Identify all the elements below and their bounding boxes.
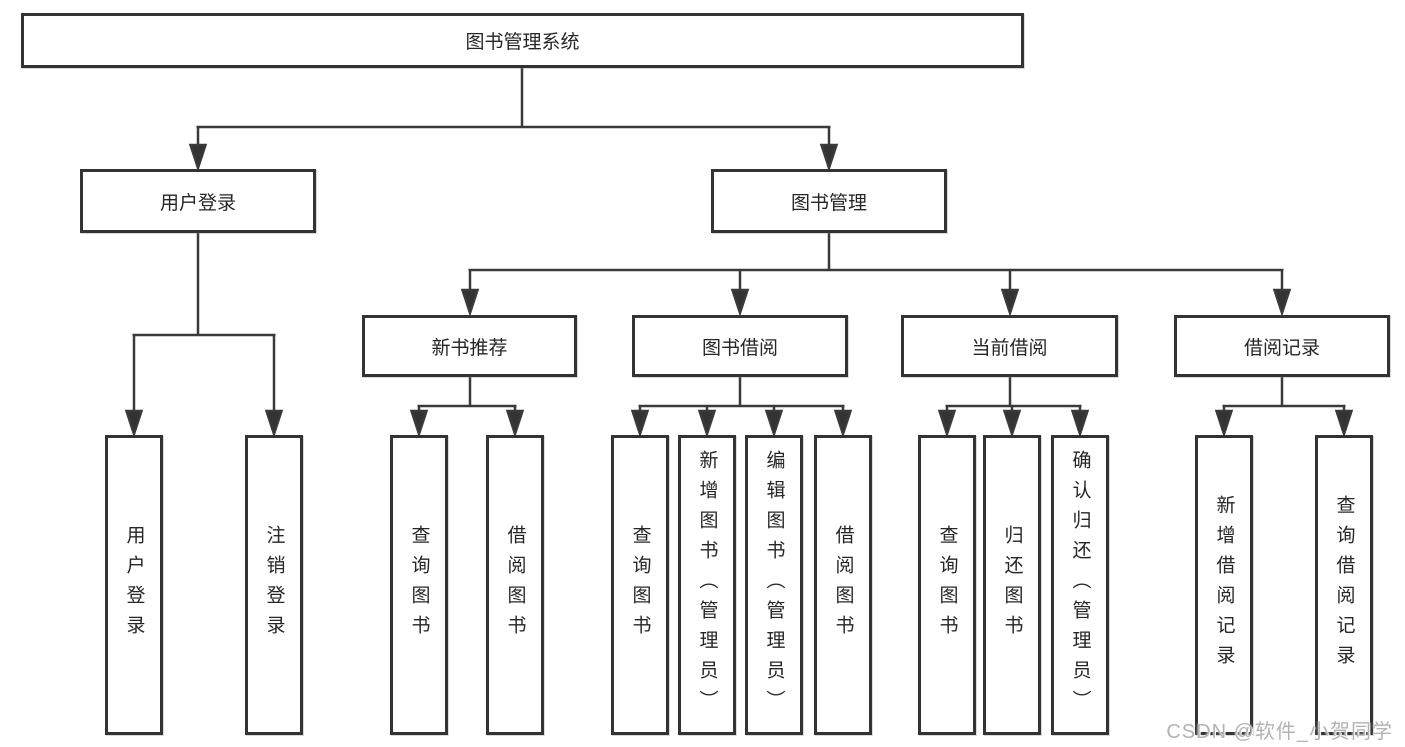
arrowhead — [1214, 409, 1234, 439]
arrowhead — [630, 409, 650, 439]
arrowhead — [819, 143, 839, 173]
node-label: 确认归还（管理员） — [1069, 450, 1091, 720]
arrowhead — [697, 409, 717, 439]
arrowhead — [505, 409, 525, 439]
leaf-borrow-borrow-books: 借阅图书 — [814, 435, 872, 735]
connector-borrow-records-to-leaves — [1214, 377, 1354, 439]
leaf-user-login: 用户登录 — [105, 435, 163, 735]
leaf-newbook-query-books: 查询图书 — [390, 435, 448, 735]
arrowhead — [409, 409, 429, 439]
connector-book-management-to-level3 — [460, 233, 1292, 318]
node-label: 新增借阅记录 — [1213, 495, 1235, 675]
node-label: 用户登录 — [123, 525, 145, 645]
arrowhead — [937, 409, 957, 439]
node-label: 用户登录 — [159, 192, 236, 214]
node-label: 新增图书（管理员） — [696, 450, 718, 720]
arrowhead — [1002, 409, 1022, 439]
node-borrow-records: 借阅记录 — [1174, 315, 1390, 377]
leaf-borrow-add-books-admin: 新增图书（管理员） — [678, 435, 736, 735]
node-new-book-recommend: 新书推荐 — [362, 315, 577, 377]
arrowhead — [1272, 288, 1292, 318]
leaf-current-return-books: 归还图书 — [983, 435, 1041, 735]
node-label: 查询借阅记录 — [1333, 495, 1355, 675]
node-label: 图书管理 — [790, 192, 867, 214]
csdn-watermark: CSDN @软件_小贺同学 — [1166, 721, 1393, 743]
arrowhead — [1070, 409, 1090, 439]
node-label: 借阅图书 — [504, 525, 526, 645]
node-label: 编辑图书（管理员） — [763, 450, 785, 720]
arrowhead — [730, 288, 750, 318]
node-label: 借阅记录 — [1243, 337, 1320, 359]
leaf-records-query-record: 查询借阅记录 — [1315, 435, 1373, 735]
arrowhead — [460, 288, 480, 318]
arrowhead — [1000, 288, 1020, 318]
connector-user-login-to-leaves — [124, 233, 284, 439]
arrowhead — [764, 409, 784, 439]
node-label: 借阅图书 — [832, 525, 854, 645]
node-label: 图书借阅 — [701, 337, 778, 359]
node-book-borrow: 图书借阅 — [632, 315, 848, 377]
node-label: 新书推荐 — [431, 337, 508, 359]
arrowhead — [264, 409, 284, 439]
node-user-login: 用户登录 — [80, 169, 316, 233]
node-current-borrow: 当前借阅 — [901, 315, 1118, 377]
connector-root-to-level2 — [188, 66, 839, 173]
node-label: 查询图书 — [629, 525, 651, 645]
leaf-borrow-query-books: 查询图书 — [611, 435, 669, 735]
leaf-records-add-record: 新增借阅记录 — [1195, 435, 1253, 735]
node-label: 归还图书 — [1001, 525, 1023, 645]
arrowhead — [1334, 409, 1354, 439]
leaf-logout: 注销登录 — [245, 435, 303, 735]
arrowhead — [833, 409, 853, 439]
arrowhead — [188, 143, 208, 173]
node-root-library-management-system: 图书管理系统 — [21, 13, 1024, 68]
node-book-management: 图书管理 — [711, 169, 947, 233]
connector-book-borrow-to-leaves — [630, 377, 853, 439]
leaf-newbook-borrow-books: 借阅图书 — [486, 435, 544, 735]
connector-new-book-to-leaves — [409, 377, 525, 439]
node-label: 查询图书 — [936, 525, 958, 645]
leaf-current-confirm-return-admin: 确认归还（管理员） — [1051, 435, 1109, 735]
node-label: 查询图书 — [408, 525, 430, 645]
node-label: 图书管理系统 — [465, 32, 580, 53]
arrowhead — [124, 409, 144, 439]
leaf-current-query-books: 查询图书 — [918, 435, 976, 735]
connector-current-borrow-to-leaves — [937, 377, 1090, 439]
node-label: 当前借阅 — [971, 337, 1048, 359]
leaf-borrow-edit-books-admin: 编辑图书（管理员） — [745, 435, 803, 735]
node-label: 注销登录 — [263, 525, 285, 645]
